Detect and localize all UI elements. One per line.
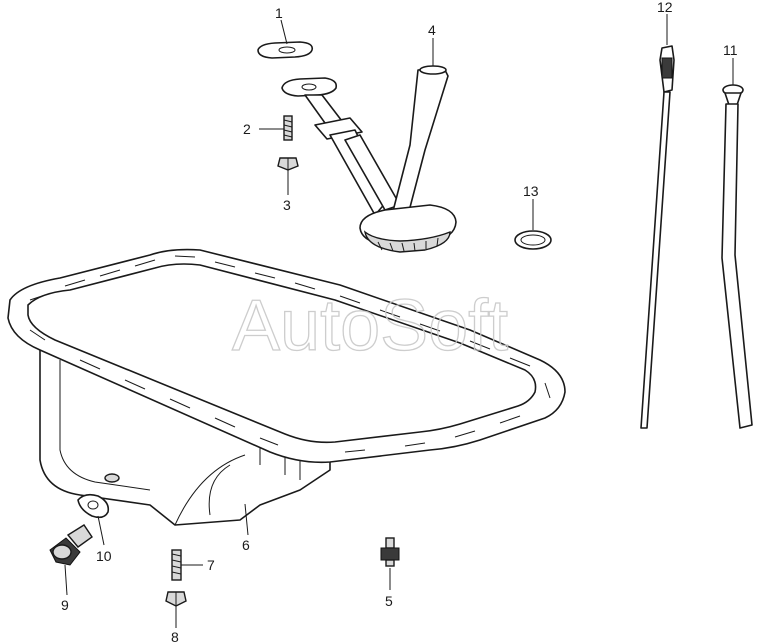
callout-8: 8 xyxy=(171,629,179,644)
callout-1: 1 xyxy=(275,5,283,21)
dipstick xyxy=(640,45,675,429)
oil-strainer xyxy=(281,65,457,253)
drain-washer xyxy=(77,493,110,519)
callout-12: 12 xyxy=(657,0,673,15)
callout-3: 3 xyxy=(283,197,291,213)
callout-10: 10 xyxy=(96,548,112,564)
bolt-5 xyxy=(380,537,400,567)
callout-6: 6 xyxy=(242,537,250,553)
pickup-gasket xyxy=(257,41,314,59)
o-ring xyxy=(514,230,552,250)
callout-5: 5 xyxy=(385,593,393,609)
callouts: 1 2 3 4 5 6 7 8 9 10 11 12 13 xyxy=(61,0,738,644)
watermark-text: AutoSoft xyxy=(232,286,508,366)
callout-7: 7 xyxy=(207,557,215,573)
callout-13: 13 xyxy=(523,183,539,199)
dipstick-tube xyxy=(721,84,753,429)
callout-2: 2 xyxy=(243,121,251,137)
stud-bolt-7 xyxy=(171,549,182,581)
oil-pan xyxy=(7,248,566,526)
leader-lines xyxy=(64,14,734,628)
stud-bolt-2 xyxy=(283,115,293,141)
nut-8 xyxy=(165,591,187,607)
drain-plug xyxy=(49,524,93,566)
callout-9: 9 xyxy=(61,597,69,613)
nut-3 xyxy=(277,157,299,171)
callout-11: 11 xyxy=(723,42,738,58)
callout-4: 4 xyxy=(428,22,436,38)
